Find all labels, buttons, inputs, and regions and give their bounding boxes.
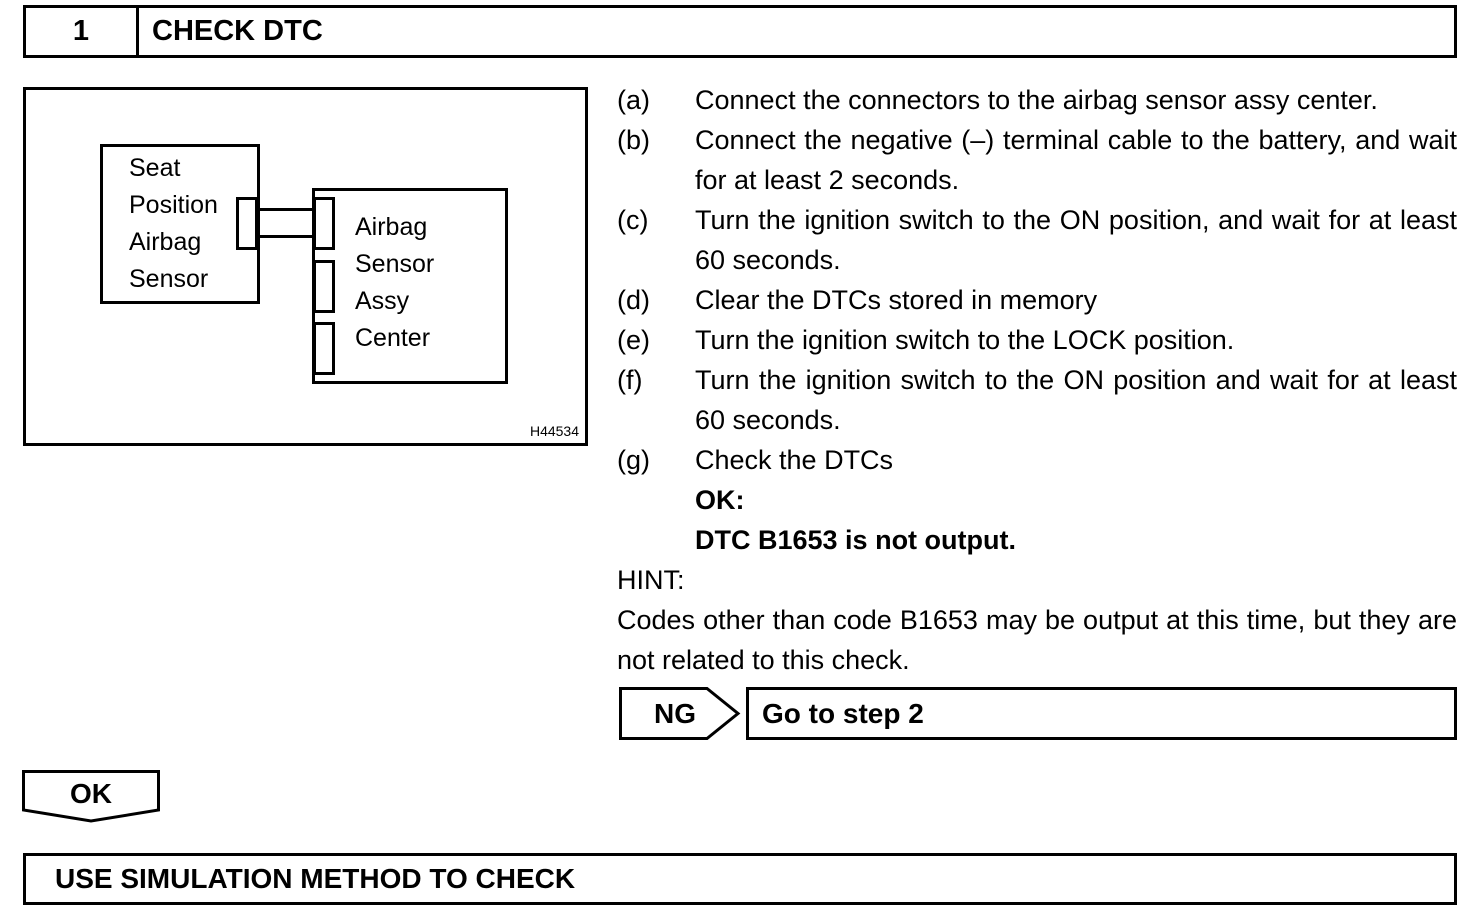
ok-action-box: USE SIMULATION METHOD TO CHECK	[23, 853, 1457, 905]
instruction-item: (f) Turn the ignition switch to the ON p…	[617, 360, 1457, 440]
connector-diagram: Seat Position Airbag Sensor Airbag Senso…	[23, 87, 588, 446]
instruction-text: Turn the ignition switch to the ON posit…	[695, 205, 1457, 275]
instruction-text: Turn the ignition switch to the ON posit…	[695, 365, 1457, 435]
instruction-text: Turn the ignition switch to the LOCK pos…	[695, 325, 1235, 355]
step-number: 1	[26, 8, 139, 55]
instruction-text: Connect the connectors to the airbag sen…	[695, 85, 1378, 115]
instruction-text: Check the DTCs	[695, 445, 894, 475]
wire-upper	[258, 208, 316, 211]
ng-arrow-shape	[619, 687, 741, 740]
ok-condition-label: OK:	[695, 485, 745, 515]
ok-condition-text: DTC B1653 is not output.	[695, 525, 1017, 555]
sensor-connector	[236, 197, 258, 250]
ng-label: NG	[654, 697, 696, 729]
figure-id: H44534	[529, 423, 579, 439]
ok-condition-label-row: OK:	[617, 480, 1457, 520]
ok-condition-row: DTC B1653 is not output.	[617, 520, 1457, 560]
instruction-text: Clear the DTCs stored in memory	[695, 285, 1098, 315]
instruction-item: (d) Clear the DTCs stored in memory	[617, 280, 1457, 320]
ok-result-tag: OK	[22, 768, 160, 824]
airbag-sensor-assy-center-label: Airbag Sensor Assy Center	[355, 213, 435, 352]
instruction-letter: (c)	[617, 205, 649, 235]
instruction-item: (g) Check the DTCs	[617, 440, 1457, 480]
instruction-letter: (d)	[617, 285, 650, 315]
step-header: 1 CHECK DTC	[23, 5, 1457, 58]
instruction-letter: (f)	[617, 365, 643, 395]
wire-lower	[258, 235, 316, 238]
instruction-list: (a) Connect the connectors to the airbag…	[617, 80, 1457, 680]
airbag-sensor-assy-center-box: Airbag Sensor Assy Center	[312, 188, 508, 384]
hint-text: Codes other than code B1653 may be outpu…	[617, 605, 1457, 675]
instruction-item: (e) Turn the ignition switch to the LOCK…	[617, 320, 1457, 360]
instruction-item: (b) Connect the negative (–) terminal ca…	[617, 120, 1457, 200]
instruction-letter: (g)	[617, 445, 650, 475]
instruction-item: (c) Turn the ignition switch to the ON p…	[617, 200, 1457, 280]
ok-arrow-shape	[22, 770, 160, 823]
center-connector-1	[313, 197, 335, 250]
instruction-item: (a) Connect the connectors to the airbag…	[617, 80, 1457, 120]
instruction-letter: (a)	[617, 85, 650, 115]
seat-position-airbag-sensor-label: Seat Position Airbag Sensor	[129, 154, 218, 293]
ng-result-tag: NG	[619, 687, 741, 740]
instruction-letter: (e)	[617, 325, 650, 355]
instruction-text: Connect the negative (–) terminal cable …	[695, 125, 1457, 195]
ok-action-label: USE SIMULATION METHOD TO CHECK	[55, 863, 576, 894]
seat-position-airbag-sensor-box: Seat Position Airbag Sensor	[100, 144, 260, 304]
ng-action-label: Go to step 2	[762, 697, 924, 729]
ok-label: OK	[70, 778, 112, 809]
ng-action-box: Go to step 2	[746, 687, 1457, 740]
center-connector-2	[313, 260, 335, 313]
instruction-letter: (b)	[617, 125, 650, 155]
step-title: CHECK DTC	[152, 15, 323, 47]
hint-label: HINT:	[617, 565, 685, 595]
center-connector-3	[313, 322, 335, 375]
